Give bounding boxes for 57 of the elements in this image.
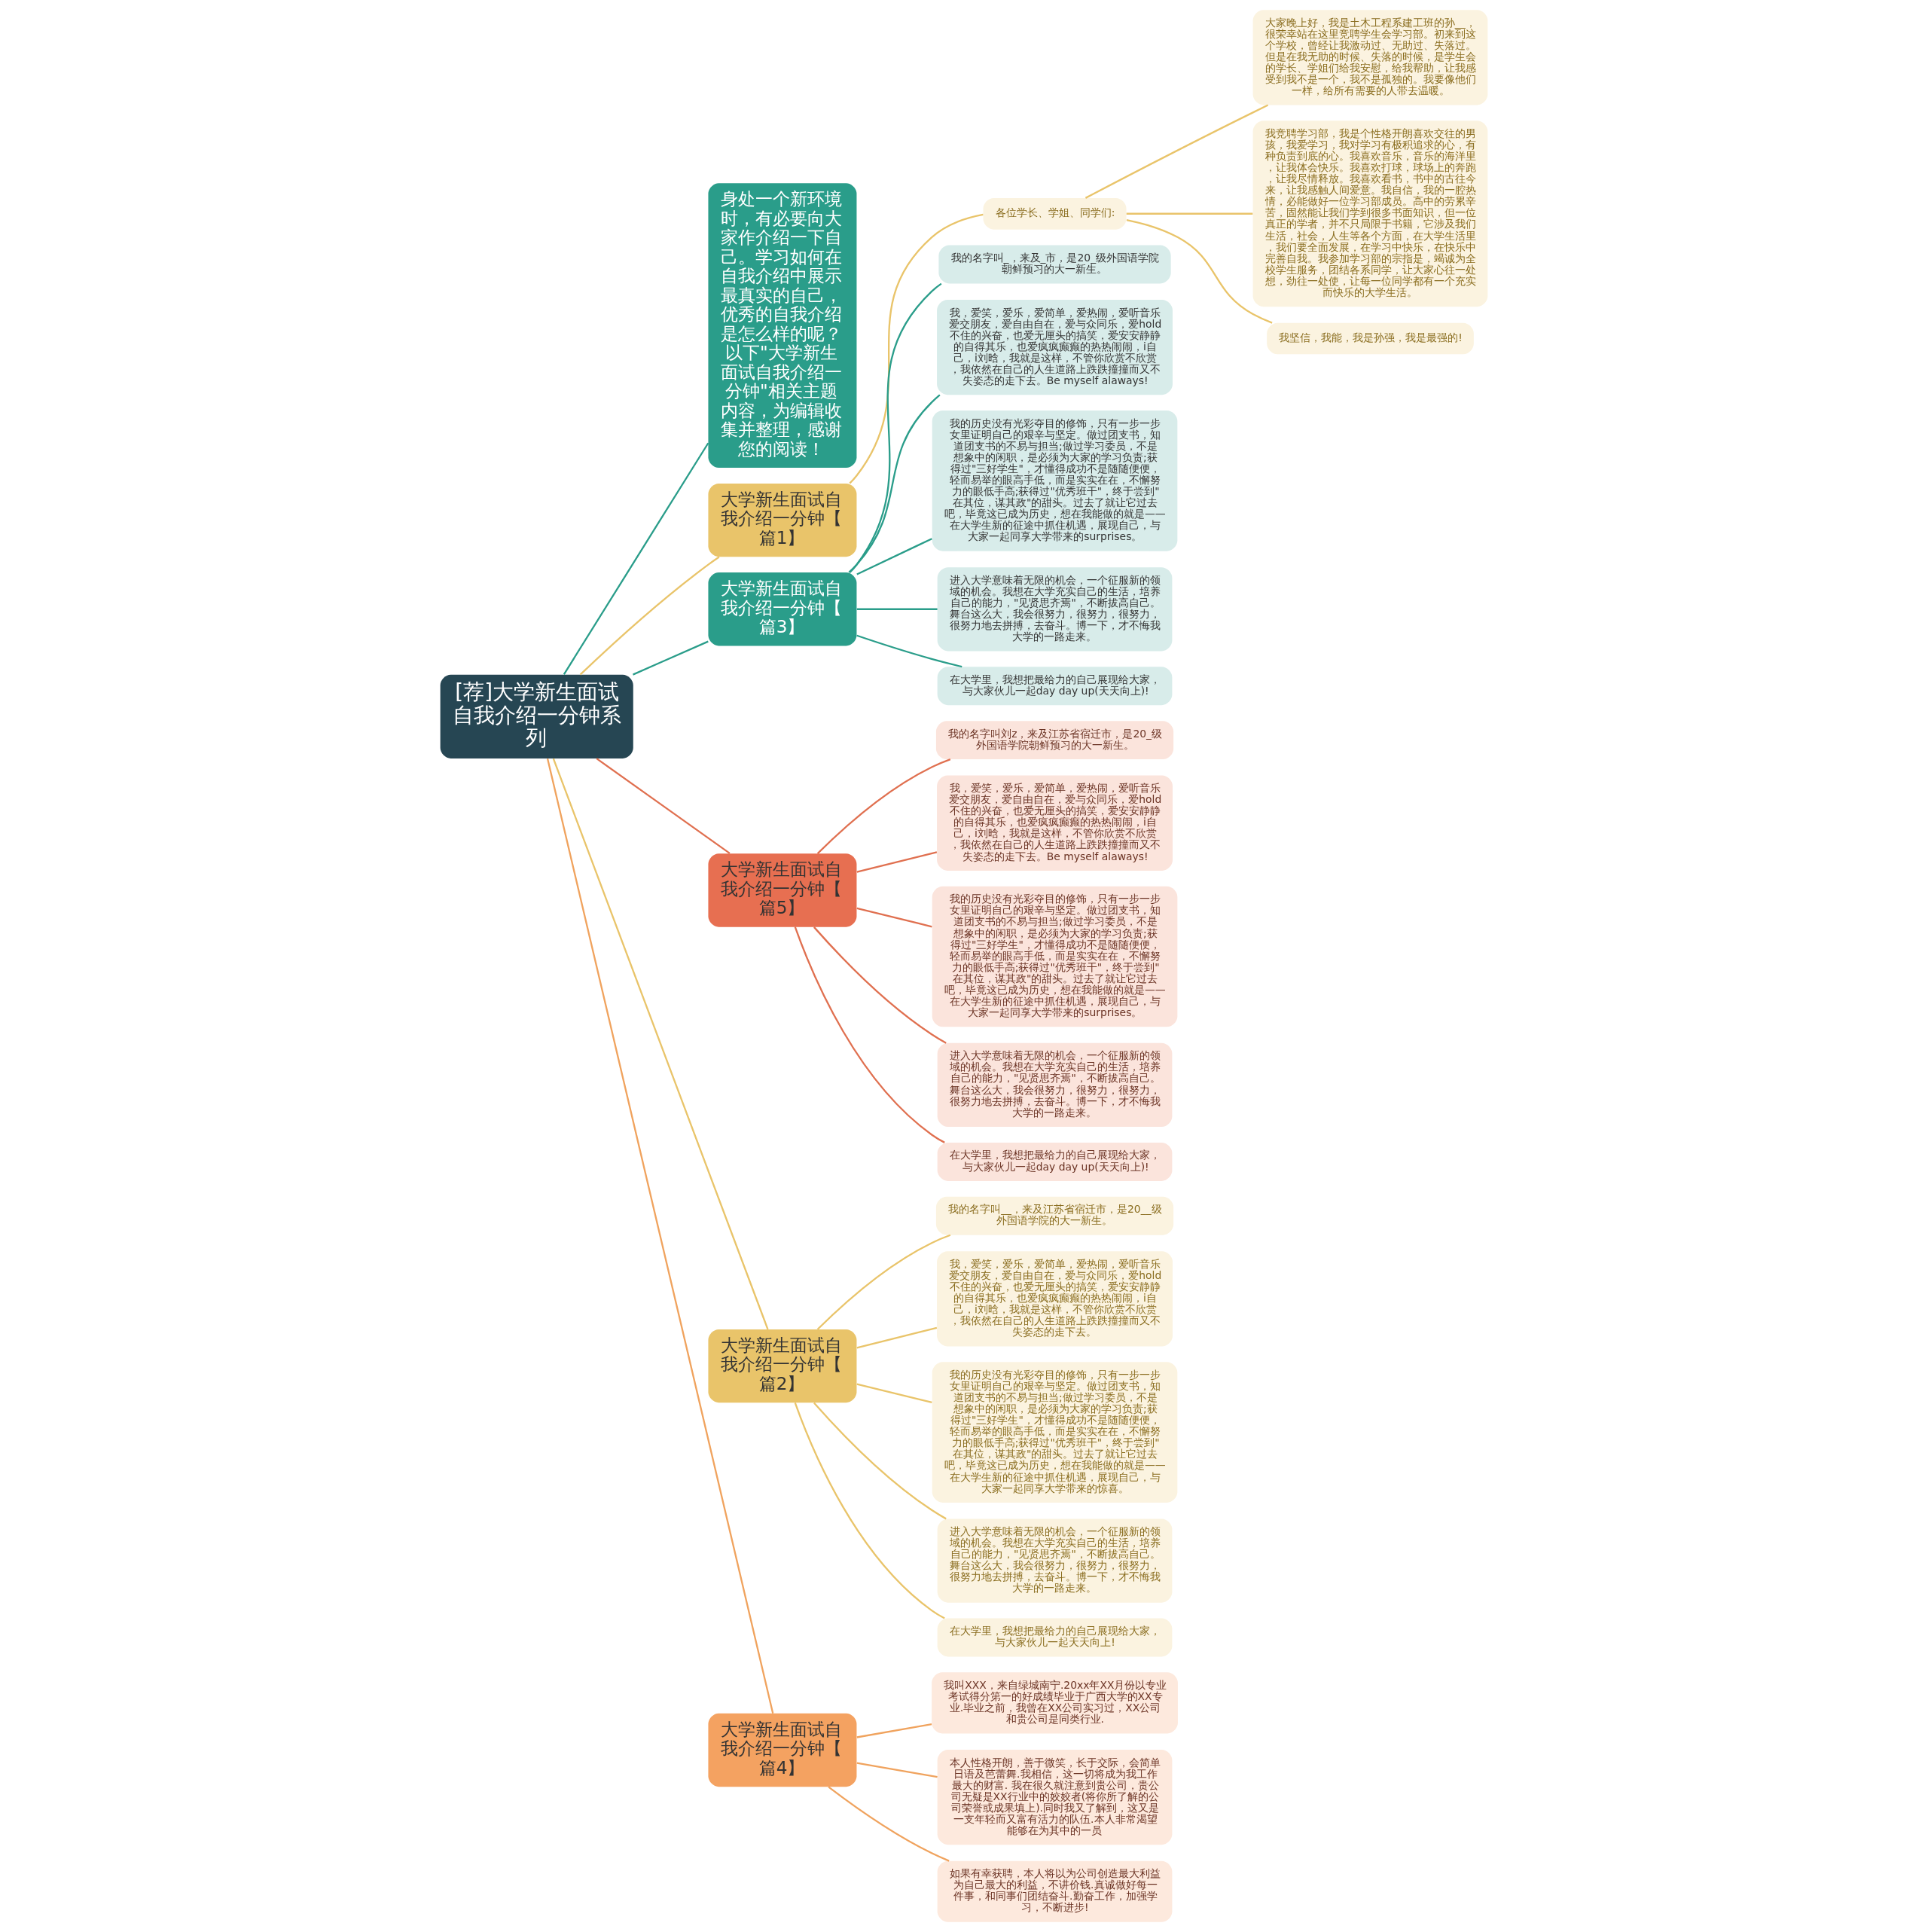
connector — [816, 758, 951, 854]
connector — [849, 213, 984, 484]
connector — [546, 758, 774, 1714]
node-box: 大学新生面试自我介绍一分钟【篇2】 — [708, 1329, 857, 1403]
connector — [856, 1723, 932, 1738]
connector — [813, 926, 947, 1044]
node-box: 在大学里，我想把最给力的自己展现给大家，与大家伙儿一起day day up(天天向上)! — [937, 667, 1173, 706]
node-box: 我的名字叫刘z，来及江苏省宿迁市，是20_级外国语学院朝鲜预习的大一新生。 — [935, 721, 1174, 760]
connector — [816, 1234, 951, 1330]
connector — [579, 556, 720, 676]
connector — [1126, 218, 1273, 324]
node-box: 我，爱笑，爱乐，爱简单，爱热闹，爱听音乐爱交朋友，爱自由自在，爱与众同乐，爱hold不住的兴奋，也爱无厘头的搞笑，爱安安静静的自得其乐，也爱疯疯癫癫的热热闹闹，i自己，i刘晗，我就是这样，不管你欣赏不欣赏，我依然在自己的人生道路上跌跌撞撞而又不失姿态的走下去。Be myself alaways! — [937, 299, 1173, 395]
connector — [856, 1326, 938, 1349]
node-box: 大学新生面试自我介绍一分钟【篇4】 — [708, 1713, 857, 1787]
connector — [794, 1402, 945, 1619]
node-box: 我叫XXX，来自绿城南宁.20xx年XX月份以专业考试得分第一的好成绩毕业于广西大学的XX专业.毕业之前，我曾在XX公司实习过，XX公司和贵公司是同类行业. — [932, 1672, 1178, 1734]
node-box: 我竞聘学习部，我是个性格开朗喜欢交往的男孩，我爱学习，我对学习有极积追求的心，有种负责到底的心。我喜欢音乐，音乐的海洋里，让我体会快乐。我喜欢打球，球场上的奔跑，让我尽情释放。我喜欢看书，书中的古往今来，让我感触人间爱意。我自信，我的一腔热情，必能做好一位学习部成员。高中的劳累辛苦，固然能让我们学到很多书面知识，但一位真正的学者，并不只局限于书籍，它涉及我们生活，社会，人生等各个方面，在大学生活里，我们要全面发展，在学习中快乐，在快乐中完善自我。我参加学习部的宗指是，竭诚为全校学生服务，团结各系同学，让大家心往一处想，劲往一处使，让每一位同学都有一个充实而快乐的大学生活。 — [1252, 121, 1488, 307]
connector — [848, 394, 941, 573]
connector — [856, 1762, 938, 1778]
connector — [856, 634, 962, 668]
connector — [849, 282, 942, 573]
connector — [596, 758, 731, 854]
node-box: 进入大学意味着无限的机会，一个征服新的领域的机会。我想在大学充实自己的生活，培养自己的能力，"见贤思齐焉"，不断拔高自己。舞台这么大，我会很努力，很努力，很努力，很努力地去拼搏，去奋斗。博一下，才不悔我大学的一路走来。 — [937, 1518, 1173, 1603]
connector — [856, 907, 932, 928]
connector — [856, 538, 932, 575]
node-box: 本人性格开朗，善于微笑，长于交际，会简单日语及芭蕾舞.我相信，这一切将成为我工作最大的财富. 我在很久就注意到贵公司，贵公司无疑是XX行业中的姣姣者(将你所了解的公司荣誉或成果填上).同时我又了解到，这又是一支年轻而又富有活力的队伍.本人非常渴望能够在为其中的一员 — [937, 1749, 1173, 1845]
node-box: 在大学里，我想把最给力的自己展现给大家，与大家伙儿一起day day up(天天向上)! — [937, 1142, 1173, 1181]
node-box: 我的历史没有光彩夺目的修饰，只有一步一步女里证明自己的艰辛与坚定。做过团支书，知道团支书的不易与担当;做过学习委员，不是想象中的闲职，是必须为大家的学习负责;获得过"三好学生"，才懂得成功不是随随便便，轻而易举的眼高手低，而是实实在在，不懈努力的眼低手高;获得过"优秀班干"，终于尝到"在其位，谋其政"的甜头。过去了就让它过去吧，毕竟这已成为历史，想在我能做的就是——在大学生新的征途中抓住机遇，展现自己，与大家一起同享大学带来的surprises。 — [932, 886, 1178, 1027]
connector — [1126, 212, 1253, 215]
node-box: 身处一个新环境时，有必要向大家作介绍一下自己。学习如何在自我介绍中展示最真实的自己，优秀的自我介绍是怎么样的呢？以下"大学新生面试自我介绍一分钟"相关主题内容，为编辑收集并整理，感谢您的阅读！ — [708, 183, 857, 469]
node-box: 大学新生面试自我介绍一分钟【篇1】 — [708, 483, 857, 557]
node-box: 进入大学意味着无限的机会，一个征服新的领域的机会。我想在大学充实自己的生活，培养自己的能力，"见贤思齐焉"，不断拔高自己。舞台这么大，我会很努力，很努力，很努力，很努力地去拼搏，去奋斗。博一下，才不悔我大学的一路走来。 — [937, 567, 1173, 652]
connector — [552, 758, 769, 1330]
connector — [828, 1786, 950, 1862]
node-box: 大学新生面试自我介绍一分钟【篇5】 — [708, 853, 857, 927]
connector — [856, 851, 938, 873]
node-box: 我的历史没有光彩夺目的修饰，只有一步一步女里证明自己的艰辛与坚定。做过团支书，知道团支书的不易与担当;做过学习委员，不是想象中的闲职，是必须为大家的学习负责;获得过"三好学生"，才懂得成功不是随随便便，轻而易举的眼高手低，而是实实在在，不懈努力的眼低手高;获得过"优秀班干"，终于尝到"在其位，谋其政"的甜头。过去了就让它过去吧，毕竟这已成为历史，想在我能做的就是——在大学生新的征途中抓住机遇，展现自己，与大家一起同享大学带来的惊喜。 — [932, 1362, 1178, 1503]
node-box: 我，爱笑，爱乐，爱简单，爱热闹，爱听音乐爱交朋友，爱自由自在，爱与众同乐，爱hold不住的兴奋，也爱无厘头的搞笑，爱安安静静的自得其乐，也爱疯疯癫癫的热热闹闹，i自己，i刘晗，我就是这样，不管你欣赏不欣赏，我依然在自己的人生道路上跌跌撞撞而又不失姿态的走下去。Be myself alaways! — [937, 775, 1173, 871]
node-box: 我的名字叫_，来及_市，是20_级外国语学院朝鲜预习的大一新生。 — [938, 245, 1171, 284]
node-box: 大学新生面试自我介绍一分钟【篇3】 — [708, 572, 857, 646]
node-box: 如果有幸获聘，本人将以为公司创造最大利益为自己最大的利益，不讲价钱.真诚做好每一件事，和同事们团结奋斗.勤奋工作，加强学习，不断进步! — [937, 1860, 1173, 1922]
node-box: 进入大学意味着无限的机会，一个征服新的领域的机会。我想在大学充实自己的生活，培养自己的能力，"见贤思齐焉"，不断拔高自己。舞台这么大，我会很努力，很努力，很努力，很努力地去拼搏，去奋斗。博一下，才不悔我大学的一路走来。 — [937, 1042, 1173, 1128]
node-box: 我，爱笑，爱乐，爱简单，爱热闹，爱听音乐爱交朋友，爱自由自在，爱与众同乐，爱hold不住的兴奋，也爱无厘头的搞笑，爱安安静静的自得其乐，也爱疯疯癫癫的热热闹闹，i自己，i刘晗，我就是这样，不管你欣赏不欣赏，我依然在自己的人生道路上跌跌撞撞而又不失姿态的走下去。 — [937, 1251, 1173, 1347]
connector — [563, 442, 709, 675]
connector — [794, 926, 945, 1143]
node-box: 大家晚上好，我是土木工程系建工班的孙__，很荣幸站在这里竞聘学生会学习部。初来到这个学校，曾经让我激动过、无助过、失落过。但是在我无助的时候、失落的时候，是学生会的学长、学姐们给我安慰，给我帮助，让我感受到我不是一个，我不是孤独的。我要像他们一样，给所有需要的人带去温暖。 — [1252, 10, 1488, 105]
node-box: 我坚信，我能，我是孙强，我是最强的! — [1267, 322, 1474, 355]
node-box: 各位学长、学姐、同学们: — [983, 197, 1127, 230]
node-box: [荐]大学新生面试自我介绍一分钟系列 — [440, 674, 633, 758]
connector — [1084, 104, 1269, 199]
node-box: 我的历史没有光彩夺目的修饰，只有一步一步女里证明自己的艰辛与坚定。做过团支书，知道团支书的不易与担当;做过学习委员，不是想象中的闲职，是必须为大家的学习负责;获得过"三好学生"，才懂得成功不是随随便便，轻而易举的眼高手低，而是实实在在，不懈努力的眼低手高;获得过"优秀班干"，终于尝到"在其位，谋其政"的甜头。过去了就让它过去吧，毕竟这已成为历史，想在我能做的就是——在大学生新的征途中抓住机遇，展现自己，与大家一起同享大学带来的surprises。 — [932, 411, 1178, 551]
node-box: 在大学里，我想把最给力的自己展现给大家，与大家伙儿一起天天向上! — [937, 1618, 1173, 1657]
connector — [856, 608, 938, 610]
connector — [856, 1383, 932, 1404]
connector — [633, 640, 709, 676]
node-box: 我的名字叫__，来及江苏省宿迁市，是20__级外国语学院的大一新生。 — [935, 1196, 1174, 1235]
connector — [813, 1402, 947, 1520]
